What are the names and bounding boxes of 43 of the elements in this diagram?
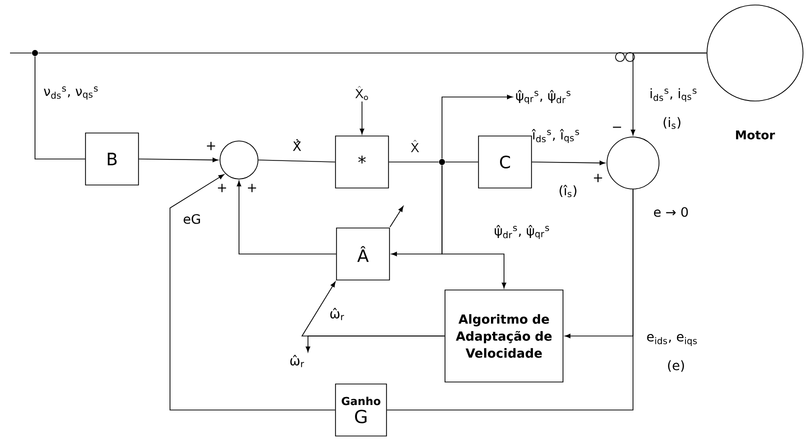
arrow bbox=[442, 94, 513, 159]
connector-line bbox=[386, 189, 634, 410]
signal-label: + bbox=[218, 184, 226, 192]
arrow bbox=[170, 174, 336, 410]
block-box: C bbox=[478, 136, 532, 188]
signal-label: e → 0 bbox=[654, 207, 688, 217]
signal-label: (î$_{s}$) bbox=[560, 184, 576, 198]
signal-label: ψ̂$_{qr}$$^{s}$, ψ̂$_{dr}$s bbox=[516, 90, 570, 104]
arrow bbox=[442, 165, 506, 288]
arrow bbox=[360, 101, 364, 134]
signal-label: ω̂$_{r}$ bbox=[330, 308, 344, 320]
summing-junction bbox=[606, 136, 660, 190]
signal-label: (e) bbox=[668, 360, 684, 372]
arrow bbox=[306, 336, 445, 352]
connector-line bbox=[10, 52, 32, 54]
block-box: Â bbox=[336, 228, 390, 280]
connector-line bbox=[34, 56, 86, 160]
signal-label: + bbox=[594, 174, 602, 182]
arrow bbox=[532, 160, 606, 166]
connector-line bbox=[258, 160, 336, 162]
signal-label: + bbox=[248, 184, 256, 192]
signal-label: ψ̂$_{dr}$$^{s}$, ψ̂$_{qr}$s bbox=[494, 224, 550, 240]
signal-label: (i$_{s}$) bbox=[664, 117, 680, 129]
arrow bbox=[138, 158, 218, 162]
signal-label: i$_{ds}$$^{s}$, i$_{qs}$s bbox=[650, 88, 696, 102]
gain-box: Ganho G bbox=[335, 384, 387, 436]
signal-label: − bbox=[612, 126, 622, 128]
signal-label: e$_{ids}$, e$_{iqs}$ bbox=[647, 334, 697, 346]
algorithm-box: Algoritmo de Adaptação de Velocidade bbox=[444, 290, 564, 382]
motor-label: Motor bbox=[736, 130, 776, 140]
block-box: * bbox=[335, 136, 389, 188]
arrow bbox=[630, 52, 707, 136]
signal-label: $\hat{\mathsf{X}}_{\mathsf{o}}$ bbox=[355, 86, 368, 100]
signal-label: + bbox=[206, 142, 216, 150]
signal-label: Ẋ̂ bbox=[292, 139, 302, 151]
block-box: B bbox=[85, 132, 139, 186]
summing-junction bbox=[220, 140, 258, 180]
signal-label: î$_{ds}$$^{s}$, î$_{qs}$s bbox=[532, 128, 580, 144]
signal-label: ν$_{ds}$$^{s}$, ν$_{qs}$s bbox=[44, 86, 98, 100]
signal-label: $\hat{\mathsf{X}}$ bbox=[411, 140, 420, 152]
arrow bbox=[236, 180, 336, 254]
signal-label: eG bbox=[184, 214, 200, 224]
signal-label: ω̂$_{r}$ bbox=[290, 354, 304, 368]
